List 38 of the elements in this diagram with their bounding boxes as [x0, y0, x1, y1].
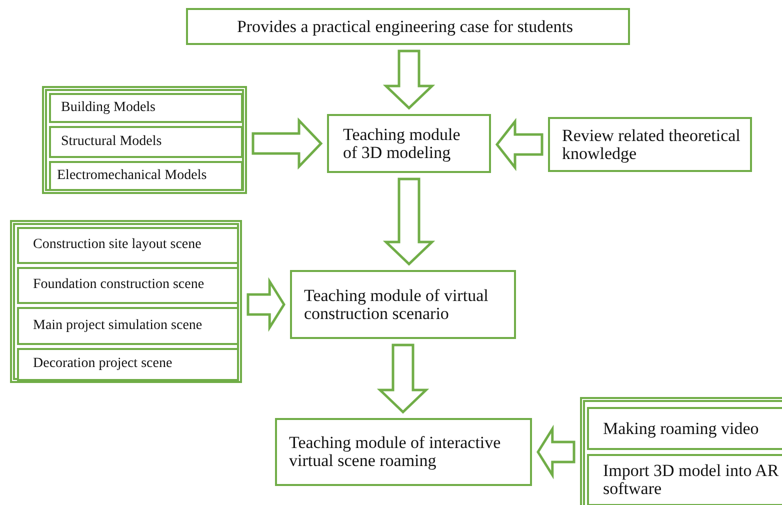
group-box [580, 397, 782, 505]
block-arrow [246, 277, 286, 332]
box-text: Foundation construction scene [32, 278, 206, 293]
box-text: Provides a practical engineering case for students [236, 18, 574, 36]
process-box [327, 114, 491, 173]
box-text: Building Models [60, 100, 157, 116]
box-text: Teaching module of 3D modeling [342, 126, 462, 162]
block-arrow [382, 178, 436, 266]
box-text: Electromechanical Models [56, 168, 208, 184]
box-text: Structural Models [60, 134, 163, 150]
group-box [10, 220, 242, 383]
list-item-box [49, 161, 243, 191]
list-item-box [49, 126, 243, 158]
block-arrow [376, 344, 430, 414]
block-arrow [536, 424, 576, 480]
box-text: Teaching module of virtual construction scenario [303, 286, 490, 322]
list-item-box [17, 267, 239, 304]
box-text: Main project simulation scene [32, 318, 204, 334]
box-text: Review related theoretical knowledge [561, 126, 742, 162]
process-box [548, 117, 752, 172]
block-arrow [382, 50, 436, 110]
process-box [290, 270, 516, 339]
list-item-box [49, 93, 243, 123]
block-arrow [252, 117, 323, 170]
box-text: Decoration project scene [32, 357, 174, 372]
box-text: Import 3D model into AR software [602, 462, 780, 498]
box-text: Teaching module of interactive virtual scene roaming [288, 434, 502, 470]
list-item-box [17, 307, 239, 345]
list-item-box [587, 454, 782, 505]
list-item-box [587, 407, 782, 450]
group-box [42, 86, 247, 194]
list-item-box [17, 348, 239, 381]
list-item-box [17, 227, 239, 264]
block-arrow [495, 118, 544, 172]
process-box [186, 8, 630, 45]
box-text: Construction site layout scene [32, 238, 202, 253]
process-box [275, 418, 532, 486]
box-text: Making roaming video [602, 420, 760, 438]
